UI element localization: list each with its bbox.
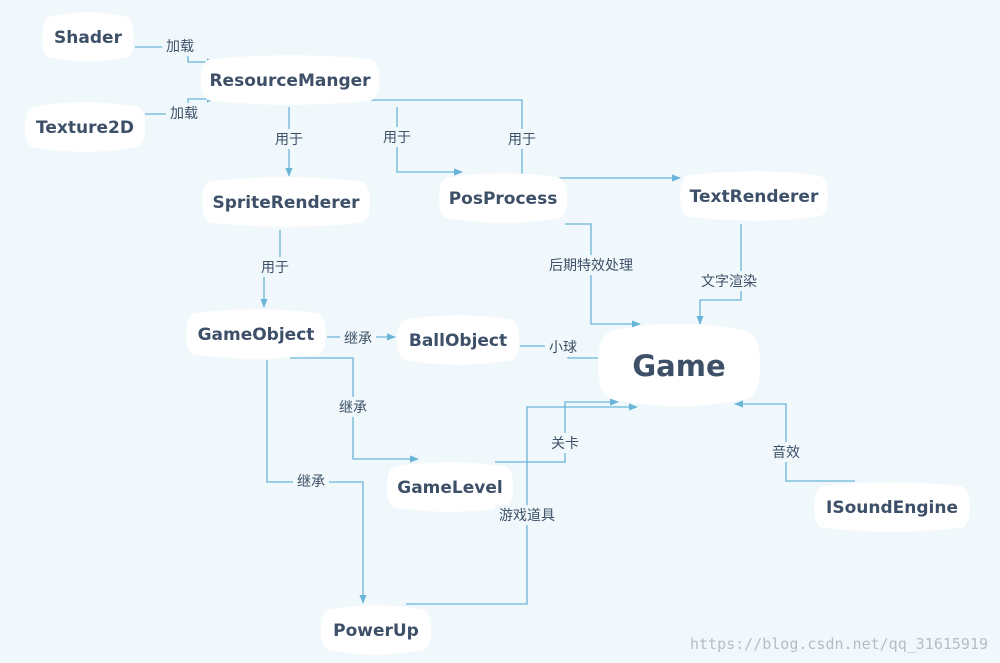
edge-labels-layer: 加载加载用于用于用于用于后期特效处理文字渲染继承小球继承继承关卡游戏道具音效 <box>162 36 804 525</box>
node-label-powerup: PowerUp <box>333 621 419 641</box>
edge-label-bg <box>162 36 198 56</box>
edge-label-isound-to-game: 音效 <box>772 444 800 461</box>
node-shape <box>42 12 134 62</box>
edge-label-textrenderer-to-game: 文字渲染 <box>701 274 757 290</box>
node-shape <box>680 171 828 221</box>
watermark-url: https://blog.csdn.net/qq_31615919 <box>689 635 988 653</box>
node-label-posprocess: PosProcess <box>449 189 558 209</box>
edge-label-gamelevel-to-game: 关卡 <box>551 436 579 452</box>
node-shape <box>439 173 567 223</box>
node-sprite: SpriteRenderer <box>202 177 370 227</box>
edge-label-bg <box>768 442 804 462</box>
node-shape <box>186 309 326 359</box>
node-gameobject: GameObject <box>186 309 326 359</box>
edge-label-texture-to-resource: 加载 <box>170 106 198 122</box>
node-isound: ISoundEngine <box>814 482 970 532</box>
edge-label-bg <box>166 103 202 123</box>
edge-gamelevel-to-game <box>495 398 619 463</box>
node-label-gamelevel: GameLevel <box>397 478 502 498</box>
node-label-gameobject: GameObject <box>198 325 315 345</box>
edge-label-bg <box>257 257 293 277</box>
edge-label-bg <box>379 127 415 147</box>
edge-label-bg <box>335 397 371 417</box>
node-shape <box>387 462 513 512</box>
edge-label-sprite-to-gameobject: 用于 <box>261 260 289 276</box>
edge-label-bg <box>340 328 376 348</box>
node-label-textrenderer: TextRenderer <box>690 187 819 207</box>
node-label-ballobject: BallObject <box>409 331 507 351</box>
node-powerup: PowerUp <box>321 605 431 655</box>
node-label-game: Game <box>632 349 725 383</box>
edge-textrenderer-to-game <box>696 224 742 325</box>
node-texture: Texture2D <box>25 102 145 152</box>
node-shape <box>814 482 970 532</box>
node-label-resource: ResourceManger <box>209 71 371 91</box>
node-posprocess: PosProcess <box>439 173 567 223</box>
edge-label-bg <box>697 271 761 291</box>
edge-label-bg <box>271 129 307 149</box>
edge-label-resource-to-sprite: 用于 <box>275 132 303 148</box>
edge-label-bg <box>495 505 559 525</box>
edge-label-gameobject-to-gamelevel: 继承 <box>339 400 367 416</box>
node-label-shader: Shader <box>54 28 123 48</box>
node-ballobject: BallObject <box>397 315 519 365</box>
edge-label-bg <box>293 471 329 491</box>
edge-label-bg <box>504 129 540 149</box>
node-textrenderer: TextRenderer <box>680 171 828 221</box>
edge-label-powerup-to-game: 游戏道具 <box>499 508 555 524</box>
edge-label-shader-to-resource: 加载 <box>166 39 194 55</box>
node-shape <box>598 323 760 407</box>
node-shape <box>397 315 519 365</box>
node-shader: Shader <box>42 12 134 62</box>
edge-label-bg <box>545 337 581 357</box>
node-shape <box>25 102 145 152</box>
edge-label-posprocess-to-game: 后期特效处理 <box>549 258 633 274</box>
node-gamelevel: GameLevel <box>387 462 513 512</box>
edge-label-gameobject-to-powerup: 继承 <box>297 474 325 490</box>
node-game: Game <box>598 323 760 407</box>
edge-label-bg <box>545 255 637 275</box>
node-label-texture: Texture2D <box>36 118 134 138</box>
node-label-isound: ISoundEngine <box>826 498 958 518</box>
node-resource: ResourceManger <box>201 55 379 105</box>
edge-label-gameobject-to-ballobject: 继承 <box>344 331 372 347</box>
node-shape <box>321 605 431 655</box>
edge-label-ballobject-to-game: 小球 <box>549 340 577 356</box>
node-shape <box>201 55 379 105</box>
node-label-sprite: SpriteRenderer <box>213 193 361 213</box>
edge-label-resource-to-textrenderer: 用于 <box>508 132 536 148</box>
edge-label-bg <box>547 433 583 453</box>
edge-label-resource-to-posprocess: 用于 <box>383 130 411 146</box>
node-shape <box>202 177 370 227</box>
